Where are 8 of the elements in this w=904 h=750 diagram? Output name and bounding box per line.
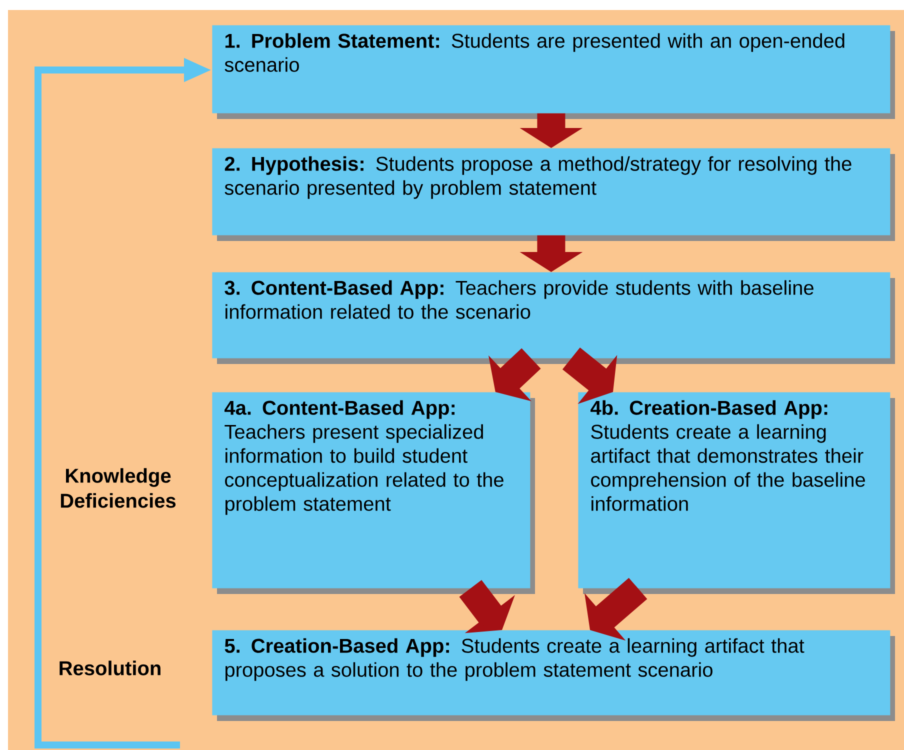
step-box: 4b. Creation-Based App: Students create a learning artifact that demonstrates their comprehension of the baseline information (578, 392, 895, 594)
side-label: Resolution (60, 660, 160, 676)
step-box: 4a. Content-Based App: Teachers present specialized information to build student conceptualization related to the problem statement (212, 392, 535, 594)
side-label: Knowledge Deficiencies (60, 468, 176, 508)
step-box: 5. Creation-Based App: Students create a learning artifact that proposes a solution to the problem statement scenario (212, 630, 895, 721)
step-box: 3. Content-Based App: Teachers provide students with baseline information related to the scenario (212, 272, 895, 364)
step-box: 2. Hypothesis: Students propose a method/strategy for resolving the scenario presented by problem statement (212, 148, 895, 241)
step-box: 1. Problem Statement: Students are presented with an open-ended scenario (212, 25, 895, 119)
